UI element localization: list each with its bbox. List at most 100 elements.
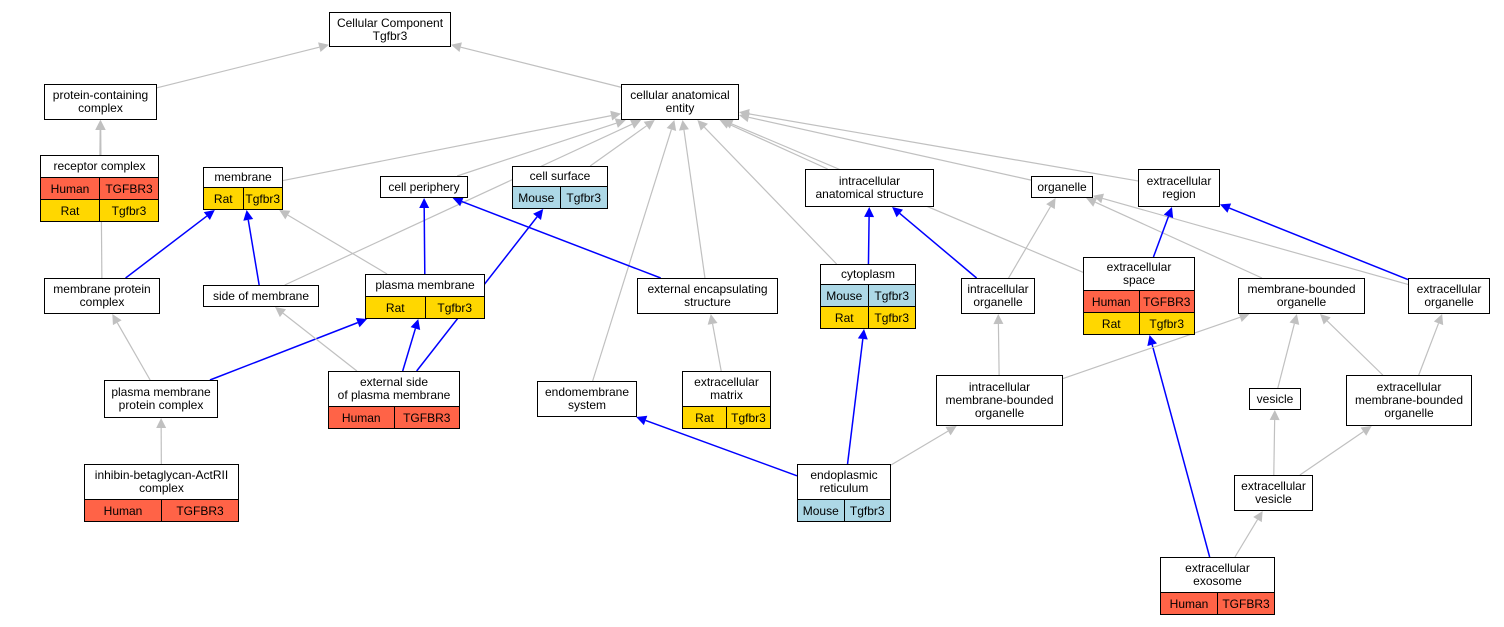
- term-node-org[interactable]: organelle: [1031, 176, 1093, 198]
- term-label-line: plasma membrane: [375, 278, 475, 292]
- edge-eo-to-er: [1229, 207, 1409, 281]
- term-label: cell surface: [513, 167, 607, 186]
- arrowhead-icon: [610, 110, 621, 121]
- edge-mpc-to-mem: [125, 215, 208, 279]
- term-label-line: membrane protein: [53, 282, 151, 296]
- species-cell: Human: [1169, 596, 1209, 611]
- edge-cs-to-cae: [589, 125, 647, 167]
- term-node-cp[interactable]: cell periphery: [380, 176, 468, 198]
- arrowhead-icon: [419, 198, 430, 209]
- term-label: vesicle: [1250, 389, 1300, 409]
- species-cell: Human: [1091, 294, 1131, 309]
- term-node-som[interactable]: side of membrane: [203, 285, 319, 307]
- gene-cell: Tgfbr3: [726, 407, 770, 428]
- edge-endo-to-imbo: [890, 430, 949, 466]
- edge-mbo-to-org: [1095, 201, 1263, 279]
- arrowhead-icon: [410, 319, 421, 331]
- edge-imbo-to-mbo: [1062, 316, 1241, 380]
- term-label-line: anatomical structure: [815, 187, 924, 201]
- arrowhead-icon: [636, 415, 648, 426]
- arrowhead-icon: [1433, 314, 1444, 326]
- gene-cell: Tgfbr3: [242, 188, 283, 209]
- term-label-line: structure: [684, 295, 731, 309]
- arrowhead-icon: [203, 210, 215, 221]
- arrowhead-icon: [355, 317, 368, 328]
- edge-pmpc-to-mpc: [116, 322, 151, 381]
- arrowhead-icon: [629, 119, 642, 129]
- gene-cell: Tgfbr3: [424, 297, 485, 318]
- species-cell: Rat: [385, 300, 405, 315]
- arrowhead-icon: [739, 108, 750, 119]
- edge-pmpc-to-pm: [209, 321, 358, 381]
- arrowhead-icon: [279, 210, 291, 220]
- gene-cell: Tgfbr3: [559, 187, 608, 208]
- term-label-line: cell periphery: [388, 179, 460, 194]
- arrowhead-icon: [614, 118, 626, 128]
- edge-ems-to-cae: [592, 129, 672, 382]
- edge-em-to-ees: [711, 323, 722, 372]
- edge-esopm-to-pm: [401, 328, 417, 372]
- term-label-line: membrane: [214, 170, 272, 184]
- edge-embo-to-mbo: [1326, 320, 1384, 376]
- edge-esopm-to-som: [282, 312, 358, 372]
- term-label-line: extracellular: [1185, 561, 1250, 575]
- arrowhead-icon: [697, 120, 708, 131]
- arrowhead-icon: [1238, 312, 1250, 322]
- species-cell: Mouse: [826, 288, 863, 303]
- gene-cell: TGFBR3: [161, 500, 238, 521]
- arrowhead-icon: [1320, 314, 1331, 325]
- term-label-line: extracellular: [1146, 174, 1212, 188]
- edge-pm-to-cp: [423, 207, 426, 275]
- arrowhead-icon: [1253, 511, 1263, 523]
- term-node-ves[interactable]: vesicle: [1249, 388, 1301, 410]
- gene-cell: TGFBR3: [393, 407, 460, 428]
- term-label: membrane: [204, 168, 282, 187]
- term-label-line: organelle: [973, 295, 1023, 309]
- term-label: cell periphery: [381, 177, 467, 197]
- term-label-line: inhibin-betaglycan-ActRII: [94, 468, 229, 482]
- term-label-line: complex: [79, 295, 125, 309]
- edge-ees-to-cae: [683, 129, 706, 279]
- term-label-line: vesicle: [1255, 492, 1292, 506]
